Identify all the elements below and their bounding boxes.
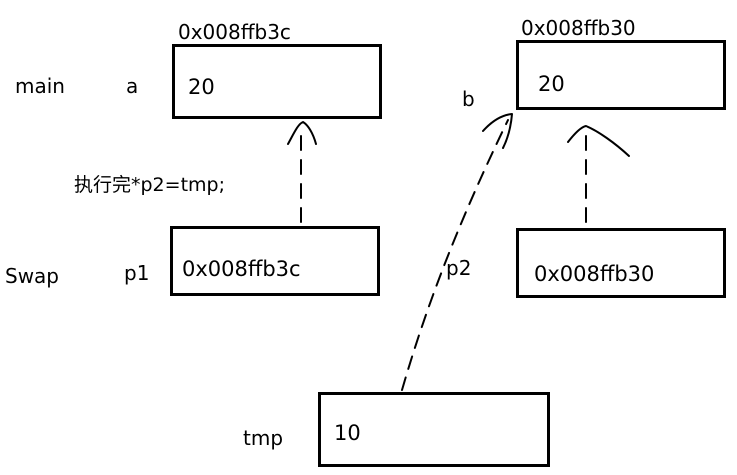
box-b-value: 20 — [538, 72, 565, 96]
step-note: 执行完*p2=tmp; — [74, 174, 225, 196]
box-p1: 0x008ffb3c — [170, 226, 380, 296]
var-tmp-label: tmp — [243, 426, 284, 450]
swap-label: Swap — [5, 264, 60, 288]
var-p1-label: p1 — [124, 261, 150, 285]
main-label: main — [15, 74, 65, 98]
arrowhead-p1-to-a — [287, 121, 317, 145]
var-p2-label: p2 — [446, 256, 472, 280]
var-b-label: b — [462, 87, 475, 111]
box-a: 20 — [172, 44, 382, 119]
address-b: 0x008ffb30 — [521, 16, 636, 40]
box-tmp: 10 — [318, 392, 550, 467]
box-tmp-value: 10 — [334, 421, 361, 445]
box-p2-value: 0x008ffb30 — [534, 262, 655, 286]
arrowhead-tmp-to-b — [482, 113, 513, 149]
var-a-label: a — [126, 74, 139, 98]
address-a: 0x008ffb3c — [178, 20, 291, 44]
box-a-value: 20 — [188, 75, 215, 99]
arrowhead-p2-to-b — [567, 125, 630, 157]
box-p2: 0x008ffb30 — [516, 228, 726, 298]
arrow-tmp-to-b — [401, 119, 509, 391]
box-p1-value: 0x008ffb3c — [182, 257, 301, 281]
box-b: 20 — [516, 40, 726, 110]
